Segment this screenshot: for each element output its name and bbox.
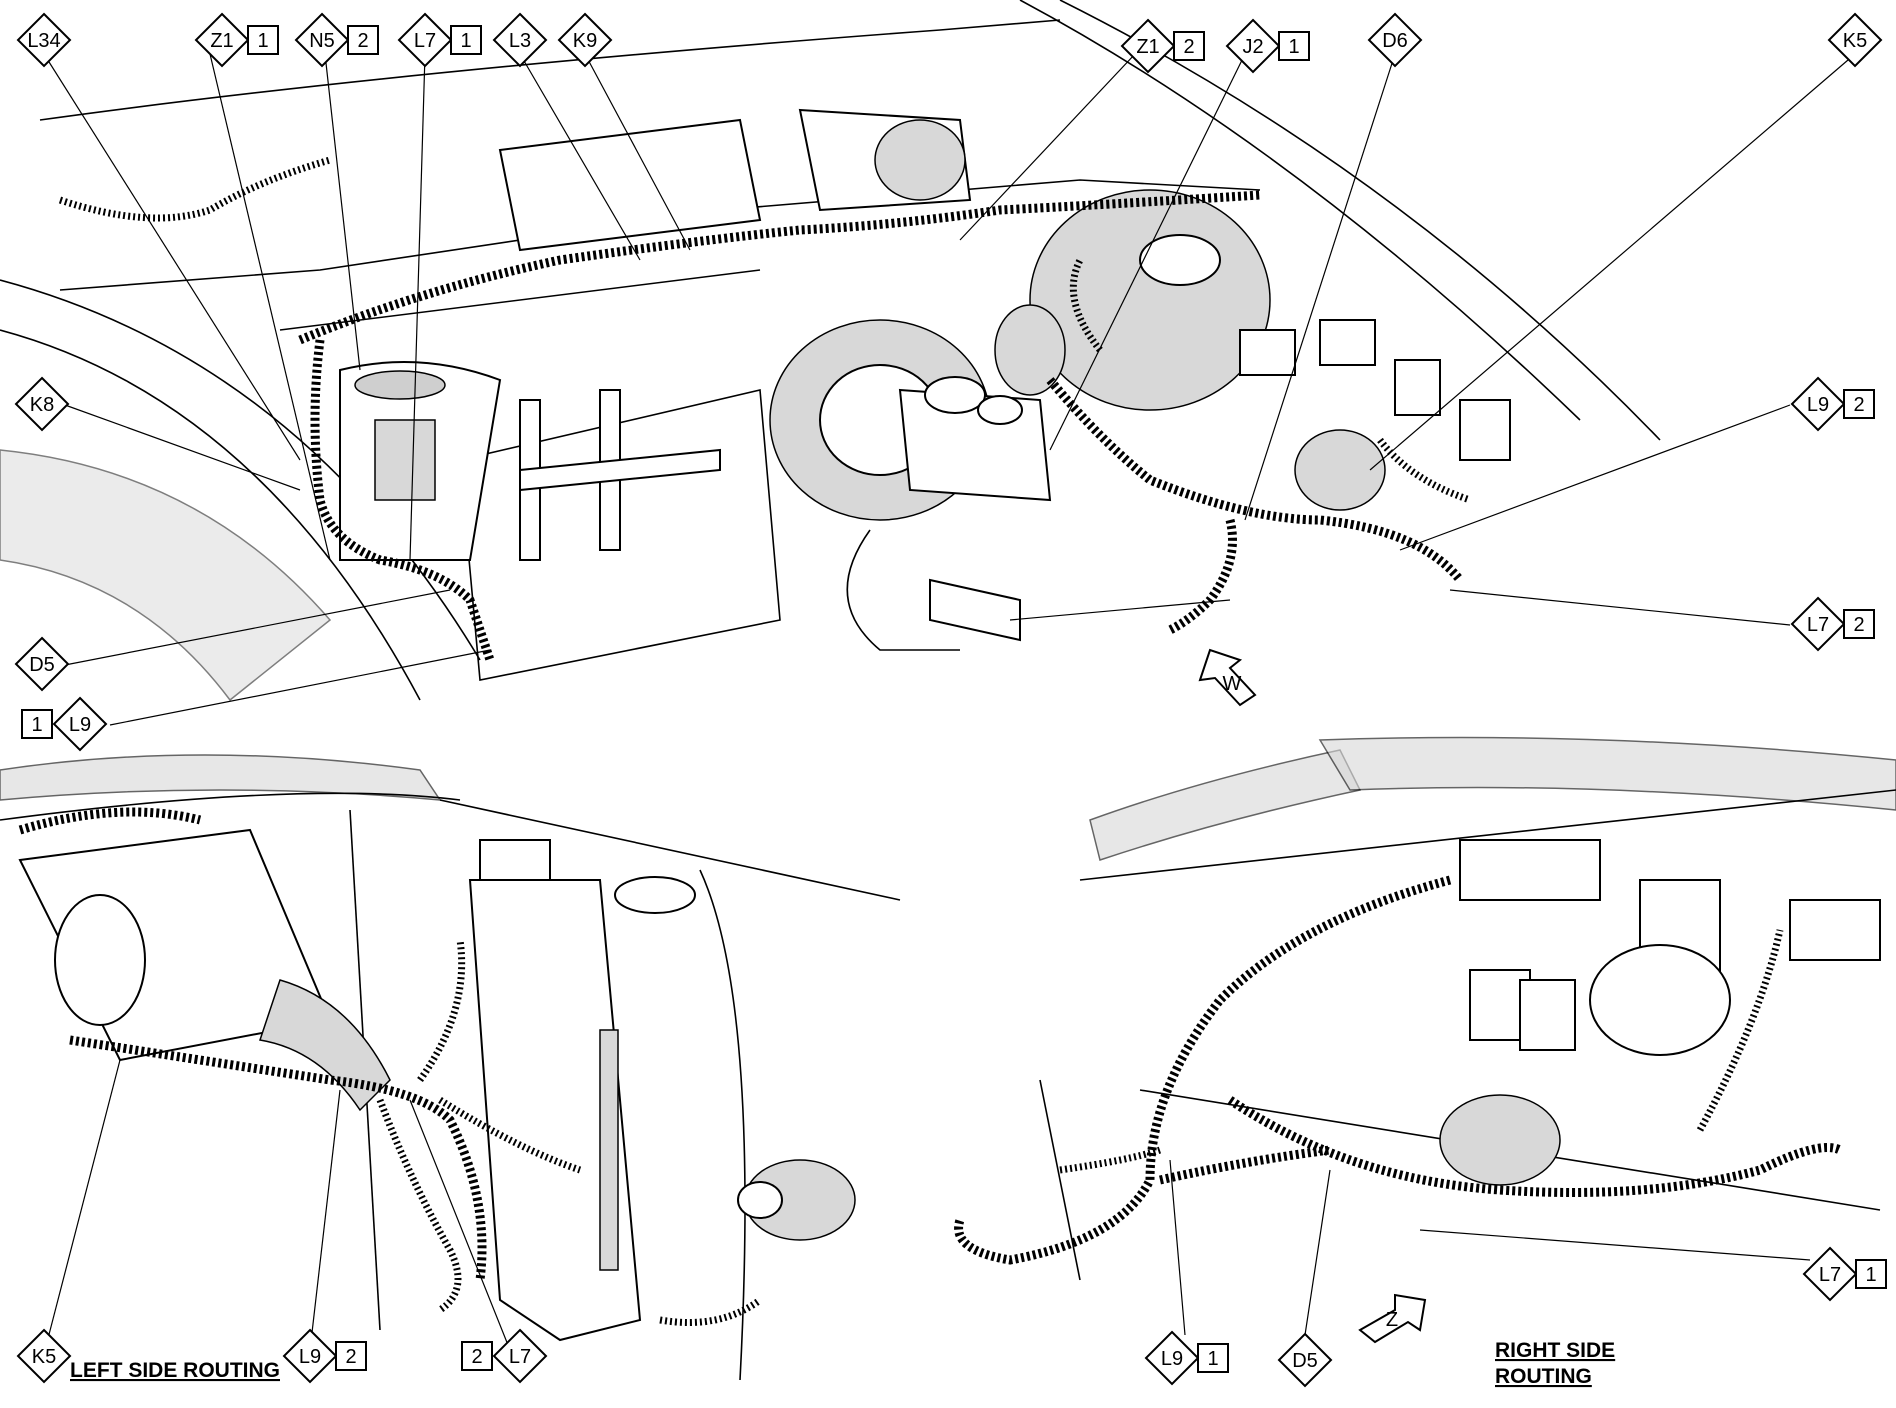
- callout-L9-1-right: L9 1: [1144, 1330, 1229, 1386]
- svg-text:D5: D5: [29, 654, 55, 676]
- callout-K5-top: K5: [1827, 12, 1883, 68]
- callout-L7-1-right: L7 1: [1802, 1246, 1887, 1302]
- view-arrow-W: W: [1198, 648, 1257, 707]
- top-engine-view: [0, 0, 1661, 702]
- svg-text:L7: L7: [1819, 1264, 1841, 1286]
- callout-D5-top: D5: [14, 636, 70, 692]
- callout-L9-2-top: L9 2: [1790, 376, 1875, 432]
- svg-text:K8: K8: [30, 394, 54, 416]
- left-side-routing-view: [0, 754, 901, 1381]
- callout-N5-2: N5 2: [294, 12, 379, 68]
- svg-text:1: 1: [1865, 1264, 1876, 1286]
- svg-text:L7: L7: [509, 1346, 531, 1368]
- callout-K9: K9: [557, 12, 613, 68]
- callout-J2-1: J2 1: [1225, 18, 1310, 74]
- left-side-routing-caption: LEFT SIDE ROUTING: [70, 1359, 280, 1382]
- svg-text:1: 1: [1288, 36, 1299, 58]
- view-arrow-Z: Z: [1358, 1293, 1427, 1344]
- svg-text:2: 2: [471, 1346, 482, 1368]
- right-side-routing-caption-line1: RIGHT SIDE: [1495, 1339, 1615, 1362]
- svg-text:L3: L3: [509, 30, 531, 52]
- svg-text:K5: K5: [32, 1346, 56, 1368]
- svg-text:L9: L9: [1807, 394, 1829, 416]
- svg-text:2: 2: [1853, 614, 1864, 636]
- leader-lines: [43, 53, 1856, 1351]
- svg-text:L7: L7: [414, 30, 436, 52]
- right-side-routing-view: [954, 736, 1896, 1281]
- svg-text:1: 1: [460, 30, 471, 52]
- callout-L3: L3: [492, 12, 548, 68]
- svg-text:1: 1: [1207, 1348, 1218, 1370]
- callout-L34: L34: [16, 12, 72, 68]
- callout-D5-right: D5: [1277, 1332, 1333, 1388]
- svg-text:L9: L9: [69, 714, 91, 736]
- right-side-routing-caption-line2: ROUTING: [1495, 1365, 1592, 1388]
- svg-text:Z1: Z1: [210, 30, 233, 52]
- callout-D6: D6: [1367, 12, 1423, 68]
- callout-K8: K8: [14, 376, 70, 432]
- svg-text:L9: L9: [299, 1346, 321, 1368]
- svg-text:N5: N5: [309, 30, 335, 52]
- callout-Z1-1: Z1 1: [194, 12, 279, 68]
- svg-text:L7: L7: [1807, 614, 1829, 636]
- callout-L7-2-left: 2 L7: [461, 1328, 548, 1384]
- svg-text:1: 1: [31, 714, 42, 736]
- svg-text:D6: D6: [1382, 30, 1408, 52]
- svg-text:Z1: Z1: [1136, 36, 1159, 58]
- svg-text:W: W: [1223, 673, 1242, 695]
- callout-L7-2-top: L7 2: [1790, 596, 1875, 652]
- svg-text:J2: J2: [1242, 36, 1263, 58]
- svg-text:Z: Z: [1386, 1309, 1398, 1331]
- svg-text:2: 2: [357, 30, 368, 52]
- svg-text:1: 1: [257, 30, 268, 52]
- svg-text:2: 2: [1183, 36, 1194, 58]
- svg-text:2: 2: [1853, 394, 1864, 416]
- callout-L9-2-left: L9 2: [282, 1328, 367, 1384]
- svg-text:L34: L34: [27, 30, 60, 52]
- callout-Z1-2: Z1 2: [1120, 18, 1205, 74]
- callout-K5-left: K5: [16, 1328, 72, 1384]
- callout-L7-1-top: L7 1: [397, 12, 482, 68]
- svg-text:K5: K5: [1843, 30, 1867, 52]
- svg-text:2: 2: [345, 1346, 356, 1368]
- svg-text:K9: K9: [573, 30, 597, 52]
- svg-text:L9: L9: [1161, 1348, 1183, 1370]
- callout-L9-1-top: 1 L9: [21, 696, 108, 752]
- svg-text:D5: D5: [1292, 1350, 1318, 1372]
